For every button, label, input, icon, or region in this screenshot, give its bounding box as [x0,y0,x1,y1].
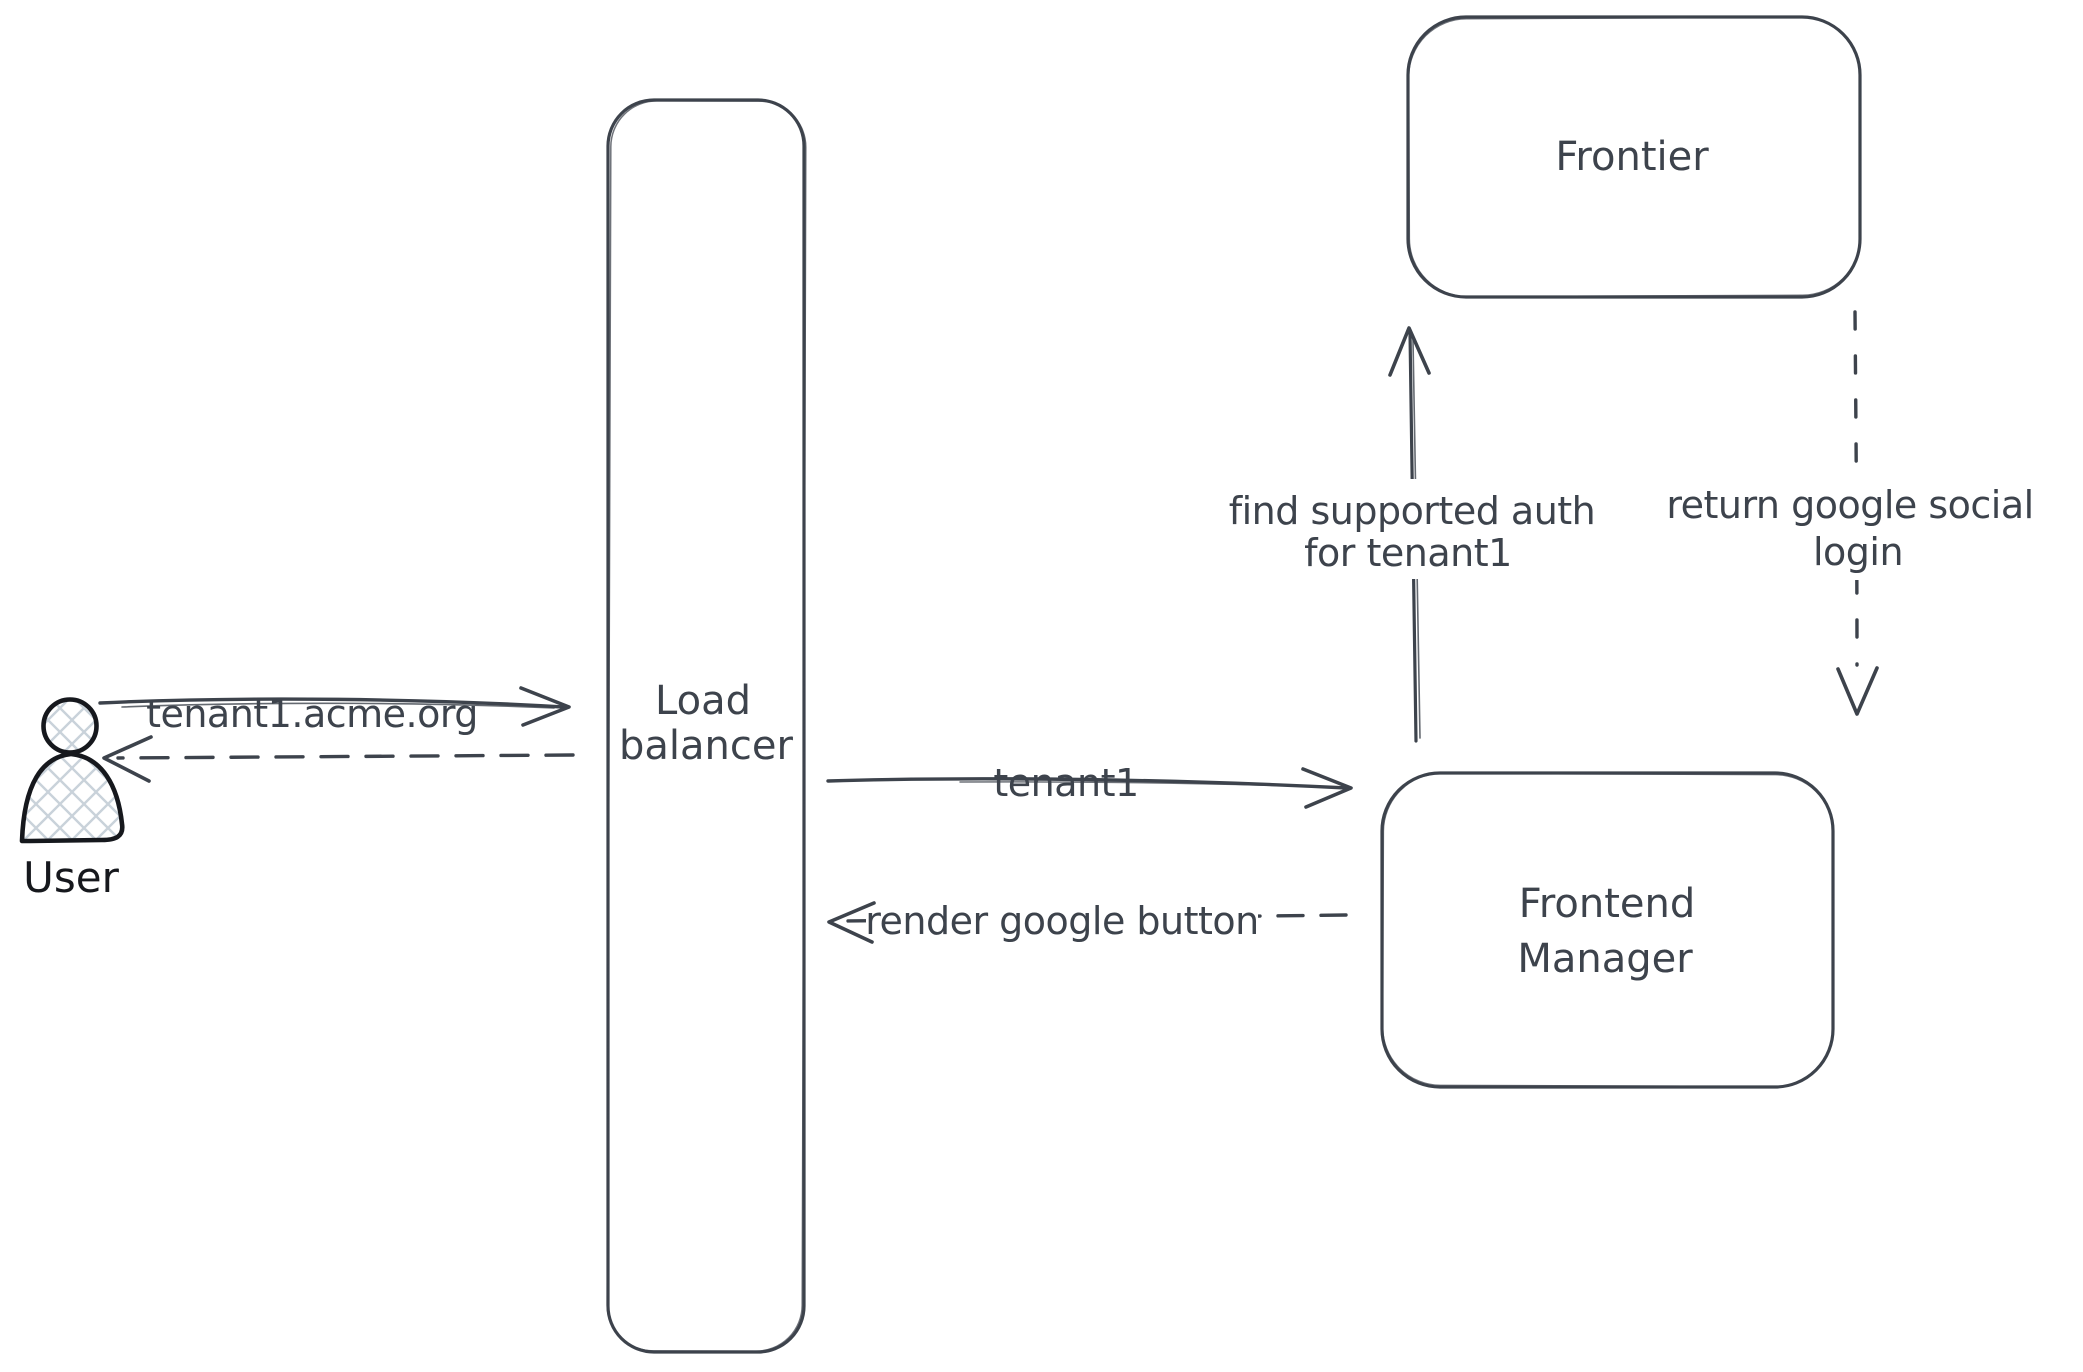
arrow-frontier-to-frontend-manager[interactable]: return google social login [1650,310,2054,716]
arrowhead-right-icon [1301,767,1353,809]
arrow-label-return-google-social: return google social [1666,483,2033,527]
load-balancer-label-line2: balancer [619,723,793,769]
frontier-label: Frontier [1555,134,1709,180]
frontend-manager-label-line1: Frontend [1519,881,1696,927]
load-balancer-label-line1: Load [655,678,751,724]
arrow-label-render-google-button: render google button [865,899,1259,943]
frontend-manager-node[interactable]: Frontend Manager [1380,771,1835,1089]
arrow-loadbalancer-to-frontend-manager[interactable]: tenant1 [826,761,1353,809]
arrowhead-down-icon [1836,666,1879,716]
arrow-user-to-loadbalancer[interactable]: tenant1.acme.org [98,686,571,736]
arrow-frontend-manager-to-loadbalancer[interactable]: render google button [827,886,1348,952]
arrow-label-for-tenant1: for tenant1 [1304,531,1512,575]
user-label: User [23,853,119,902]
arrowhead-up-icon [1388,326,1431,377]
arrow-loadbalancer-to-user[interactable] [102,735,575,783]
arrowhead-right-icon [519,686,571,727]
arrow-label-tenant1: tenant1 [993,761,1138,805]
user-icon[interactable] [19,697,125,844]
load-balancer-node[interactable]: Load balancer [606,98,807,1354]
arrow-label-login: login [1813,530,1903,574]
arrow-label-find-supported-auth: find supported auth [1229,489,1596,533]
user-actor[interactable]: User [19,697,125,903]
frontier-node[interactable]: Frontier [1406,15,1862,299]
arrowhead-left-icon [827,901,876,944]
arrow-frontend-manager-to-frontier[interactable]: find supported auth for tenant1 [1205,326,1617,743]
frontend-manager-label-line2: Manager [1517,936,1693,982]
arrowhead-left-icon [102,735,153,783]
arrow-label-tenant1-acme-org: tenant1.acme.org [146,692,478,736]
